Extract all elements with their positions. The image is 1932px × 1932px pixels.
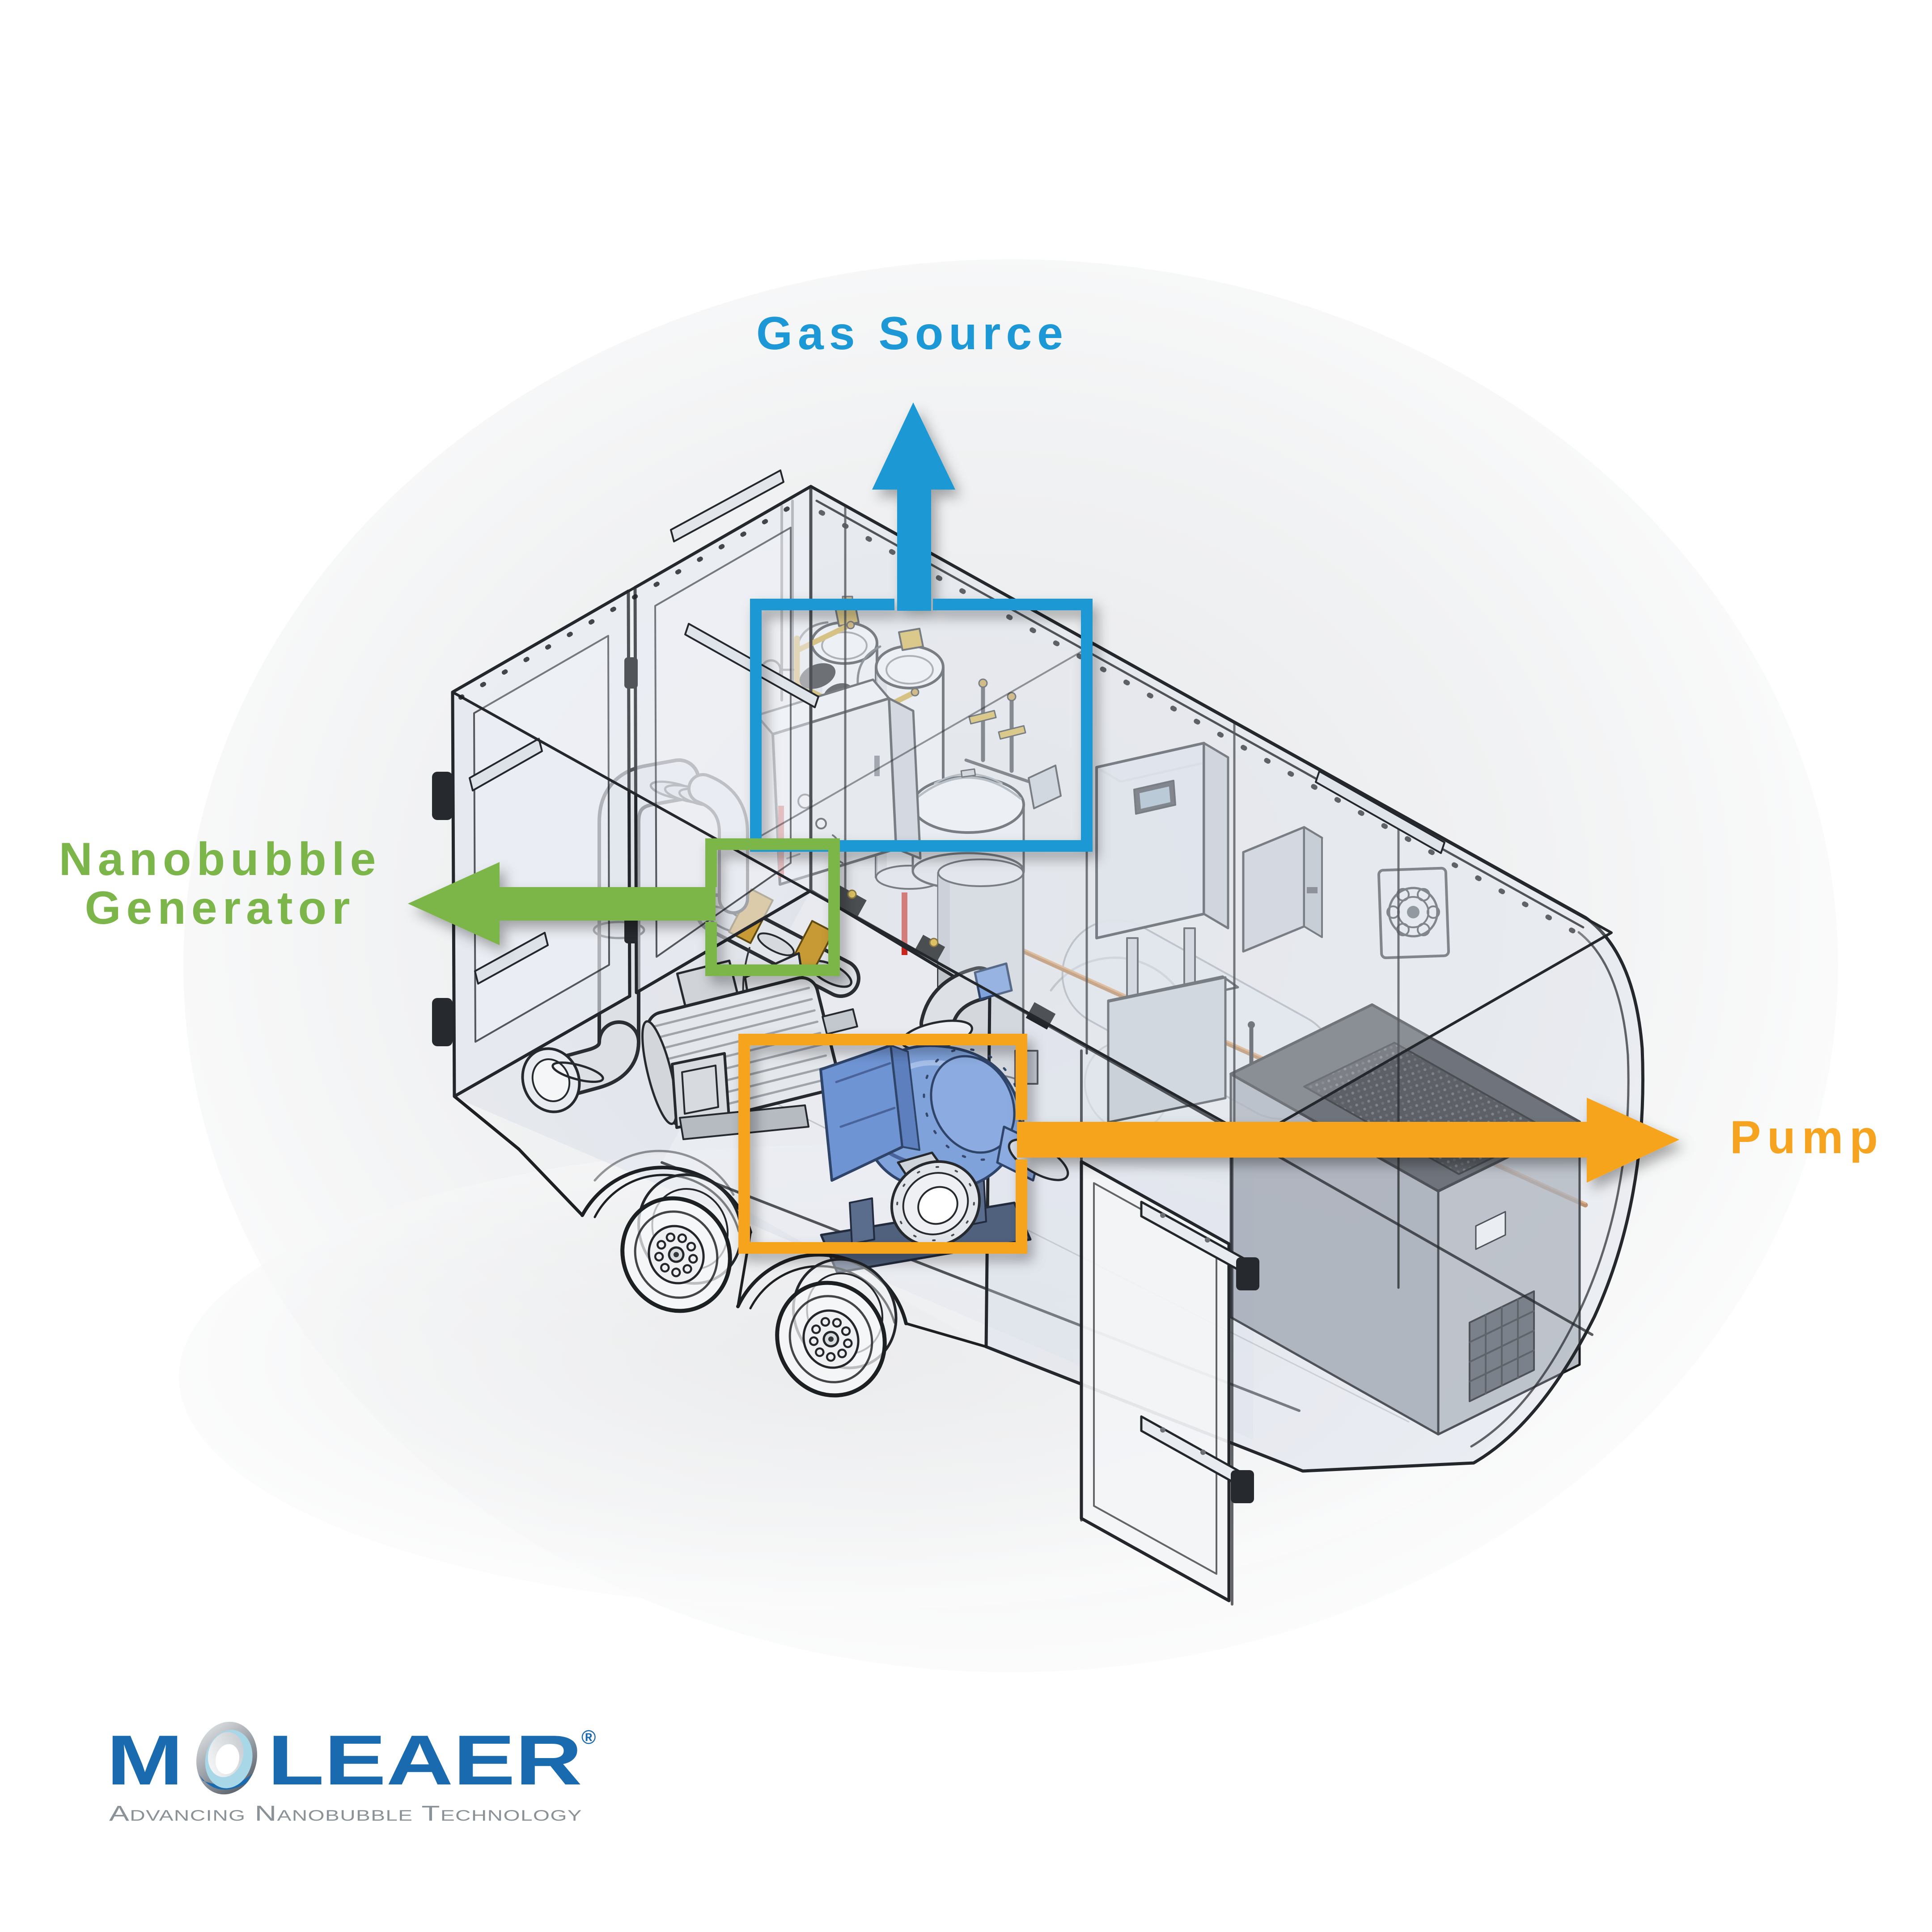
door-hinge <box>1140 1415 1254 1503</box>
electrical-panel <box>1095 742 1239 1124</box>
moleaer-swirl-icon <box>196 1721 257 1795</box>
valve-stand <box>964 678 1062 809</box>
nanobubble-label-line1: Nanobubble <box>59 833 381 885</box>
gas-source-highlight-box <box>750 599 1093 852</box>
pump-outlet-flange <box>890 1160 981 1247</box>
moleaer-logo: M LEAER ® Advancing Nanobubble Technolog… <box>106 1721 596 1826</box>
lower-junction-box <box>1107 976 1227 1124</box>
pump-highlight-box <box>738 1034 1027 1254</box>
wall-cabinet <box>1242 826 1323 953</box>
arrow-right-icon <box>1017 1098 1679 1183</box>
vent-grille-icon <box>1377 867 1450 960</box>
arrow-up-icon <box>872 402 955 611</box>
door-hinge <box>1140 1201 1259 1290</box>
compressor-grille <box>1469 1290 1535 1402</box>
logo-letters-rest: LEAER <box>267 1721 582 1800</box>
nanobubble-generator-label: Nanobubble Generator <box>59 835 381 933</box>
nanobubble-label-line2: Generator <box>85 882 356 934</box>
centrifugal-pump <box>819 1019 1069 1274</box>
pump-label: Pump <box>1730 1112 1884 1163</box>
access-door <box>1080 1049 1259 1606</box>
nanobubble-generator-highlight-box <box>705 838 840 976</box>
arrow-left-icon <box>408 862 716 945</box>
gas-source-label: Gas Source <box>756 308 1069 359</box>
logo-tagline: Advancing Nanobubble Technology <box>109 1802 582 1826</box>
registered-trademark-icon: ® <box>581 1726 596 1748</box>
rear-doors <box>432 469 813 1098</box>
logo-letter-m: M <box>106 1721 183 1800</box>
